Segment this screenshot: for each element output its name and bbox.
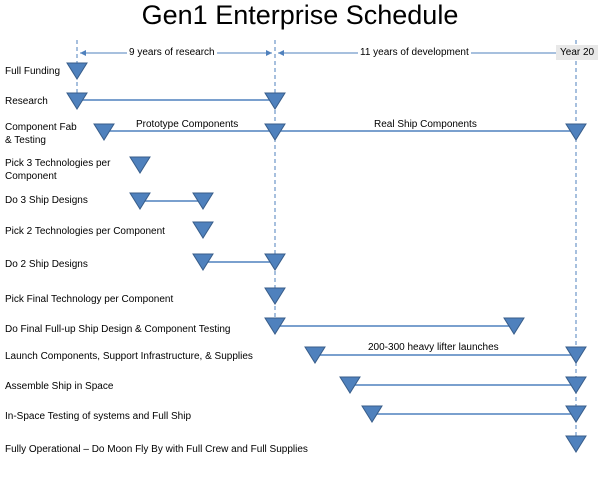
row-label-launch: Launch Components, Support Infrastructur… [5, 351, 253, 362]
chart-title: Gen1 Enterprise Schedule [141, 0, 459, 30]
row-label-operational: Fully Operational – Do Moon Fly By with … [5, 444, 308, 455]
milestone-marker [361, 405, 383, 423]
row-label-testing: In-Space Testing of systems and Full Shi… [5, 411, 192, 422]
milestone-marker [565, 376, 587, 394]
real-components-note: Real Ship Components [374, 119, 477, 130]
research-span-arrow-right [266, 50, 272, 56]
milestone-marker [565, 405, 587, 423]
row-label-pick-final: Pick Final Technology per Component [5, 294, 174, 305]
milestone-marker [264, 287, 286, 305]
milestone-marker [192, 192, 214, 210]
milestone-marker [129, 156, 151, 174]
development-span-label: 11 years of development [358, 47, 471, 58]
milestone-marker [339, 376, 361, 394]
row-label-pick-2: Pick 2 Technologies per Component [5, 226, 165, 237]
milestone-marker [264, 123, 286, 141]
row-label-assemble: Assemble Ship in Space [5, 381, 114, 392]
milestone-marker [66, 92, 88, 110]
prototype-components-note: Prototype Components [136, 119, 239, 130]
milestone-marker [129, 192, 151, 210]
milestone-marker [264, 92, 286, 110]
row-label-3-designs: Do 3 Ship Designs [5, 195, 88, 206]
milestone-marker [565, 346, 587, 364]
milestone-markers [66, 62, 587, 453]
row-label-full-funding: Full Funding [5, 66, 61, 77]
milestone-marker [565, 123, 587, 141]
milestone-marker [565, 435, 587, 453]
row-label-pick-3: Pick 3 Technologies per Component [5, 158, 111, 182]
milestone-marker [93, 123, 115, 141]
development-span-arrow-left [278, 50, 284, 56]
year-20-label: Year 20 [556, 45, 599, 60]
milestone-marker [66, 62, 88, 80]
row-label-component-fab: Component Fab & Testing [5, 122, 77, 146]
milestone-marker [264, 317, 286, 335]
milestone-marker [503, 317, 525, 335]
milestone-marker [192, 253, 214, 271]
research-span-label: 9 years of research [127, 47, 217, 58]
launches-note: 200-300 heavy lifter launches [368, 342, 499, 353]
research-span-arrow-left [80, 50, 86, 56]
row-label-research: Research [5, 96, 48, 107]
milestone-marker [192, 221, 214, 239]
row-label-final-design: Do Final Full-up Ship Design & Component… [5, 324, 231, 335]
row-label-2-designs: Do 2 Ship Designs [5, 259, 88, 270]
milestone-marker [304, 346, 326, 364]
milestone-marker [264, 253, 286, 271]
